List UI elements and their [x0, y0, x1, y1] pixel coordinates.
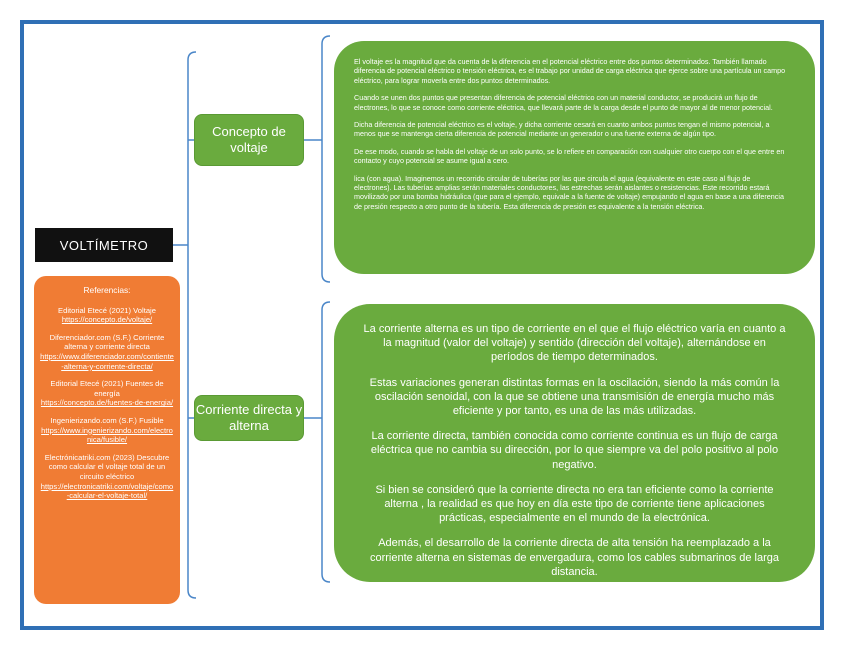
reference-text: Diferenciador.com (S.F.) Corriente alter… — [49, 332, 165, 352]
detail-box-concepto-voltaje: El voltaje es la magnitud que da cuenta … — [334, 41, 815, 274]
detail-paragraph: El voltaje es la magnitud que da cuenta … — [354, 57, 786, 85]
reference-text: Ingenierizando.com (S.F.) Fusible — [50, 415, 164, 425]
detail-paragraph: De ese modo, cuando se habla del voltaje… — [354, 146, 785, 166]
reference-item: Electrónicatriki.com (2023) Descubre com… — [40, 453, 174, 501]
branch-node-corriente-directa-alterna: Corriente directa y alterna — [194, 395, 304, 441]
references-heading: Referencias: — [83, 285, 131, 295]
reference-item: Editorial Etecé (2021) Voltaje https://c… — [40, 306, 174, 325]
reference-link[interactable]: https://concepto.de/voltaje/ — [61, 315, 153, 325]
reference-item: Diferenciador.com (S.F.) Corriente alter… — [40, 333, 174, 371]
detail-paragraph: La corriente directa, también conocida c… — [370, 430, 779, 471]
reference-link[interactable]: https://concepto.de/fuentes-de-energia/ — [40, 398, 174, 408]
detail-paragraph: Además, el desarrollo de la corriente di… — [369, 537, 780, 578]
reference-item: Ingenierizando.com (S.F.) Fusible https:… — [40, 416, 174, 445]
root-title: VOLTÍMETRO — [35, 228, 173, 262]
branch-node-concepto-voltaje: Concepto de voltaje — [194, 114, 304, 166]
references-box: Referencias: Editorial Etecé (2021) Volt… — [34, 276, 180, 604]
detail-paragraph: lica (con agua). Imaginemos un recorrido… — [354, 173, 784, 211]
reference-text: Editorial Etecé (2021) Voltaje — [58, 305, 156, 315]
reference-item: Editorial Etecé (2021) Fuentes de energí… — [40, 379, 174, 408]
reference-link[interactable]: https://electronicatriki.com/voltaje/com… — [40, 481, 174, 501]
detail-paragraph: Dicha diferencia de potencial eléctrico … — [354, 120, 770, 139]
reference-text: Editorial Etecé (2021) Fuentes de energí… — [50, 379, 164, 398]
detail-paragraph: Si bien se consideró que la corriente di… — [375, 483, 774, 525]
detail-paragraph: Estas variaciones generan distintas form… — [369, 376, 780, 418]
detail-paragraph: La corriente alterna es un tipo de corri… — [363, 323, 786, 364]
detail-box-corriente: La corriente alterna es un tipo de corri… — [334, 304, 815, 582]
detail-paragraph: Cuando se unen dos puntos que presentan … — [354, 93, 773, 112]
reference-text: Electrónicatriki.com (2023) Descubre com… — [44, 452, 170, 481]
reference-link[interactable]: https://www.diferenciador.com/contiente-… — [40, 351, 174, 371]
reference-link[interactable]: https://www.ingenierizando.com/electroni… — [41, 425, 173, 445]
